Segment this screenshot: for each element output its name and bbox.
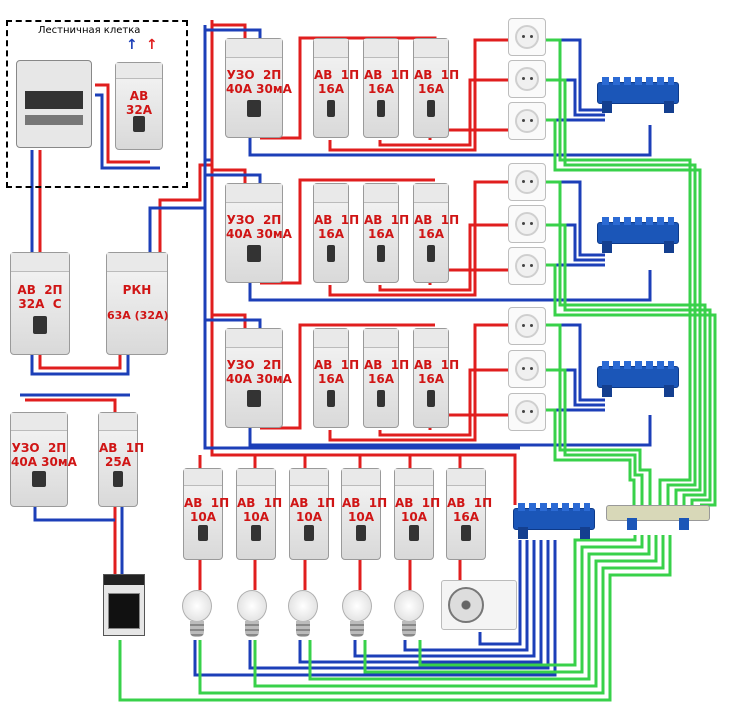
rcd-4-label: УЗО 2П 40А 30мА xyxy=(11,440,77,469)
main-breaker-label: АВ 2П 32А С xyxy=(17,283,63,312)
socket-breaker: АВ 1П 16А xyxy=(363,38,410,138)
light-breaker: АВ 1П 10А xyxy=(394,468,441,560)
voltage-relay-rating: 63А (32А) xyxy=(107,308,169,322)
bulb-icon xyxy=(340,590,374,640)
stair-breaker-label: АВ 32А xyxy=(126,88,152,117)
light-breaker: АВ 1П 10А xyxy=(183,468,230,560)
neutral-bus-icon xyxy=(597,217,679,253)
neutral-bus-icon xyxy=(597,77,679,113)
socket-breaker-label: АВ 1П 16А xyxy=(314,68,360,97)
staircase-label: Лестничная клетка xyxy=(38,25,141,36)
light-breaker-label: АВ 1П 10А xyxy=(184,496,230,524)
rcd-4: УЗО 2П 40А 30мА xyxy=(10,412,77,507)
light-breaker: АВ 1П 10А xyxy=(341,468,388,560)
ac-breaker-label: АВ 1П 16А xyxy=(447,496,493,524)
socket-breaker: АВ 1П 16А xyxy=(363,183,410,283)
meter-icon xyxy=(16,60,92,148)
ac-breaker: АВ 1П 16А xyxy=(446,468,493,560)
voltage-relay-label: РКН xyxy=(122,283,152,298)
socket-breaker: АВ 1П 16А xyxy=(313,328,360,428)
light-breaker-label: АВ 1П 10А xyxy=(342,496,388,524)
air-conditioner-icon xyxy=(441,580,517,630)
stove-icon xyxy=(103,574,145,636)
socket-icon xyxy=(508,18,546,56)
stove-breaker-label: АВ 1П 25А xyxy=(99,440,145,469)
socket-breaker-label: АВ 1П 16А xyxy=(364,213,410,242)
socket-icon xyxy=(508,307,546,345)
rcd-2-label: УЗО 2П 40А 30мА xyxy=(226,213,292,242)
socket-icon xyxy=(508,102,546,140)
socket-breaker: АВ 1П 16А xyxy=(313,183,360,283)
stove-breaker: АВ 1П 25А xyxy=(98,412,145,507)
bulb-icon xyxy=(286,590,320,640)
light-breaker-label: АВ 1П 10А xyxy=(395,496,441,524)
bulb-icon xyxy=(235,590,269,640)
bulb-icon xyxy=(180,590,214,640)
socket-breaker-label: АВ 1П 16А xyxy=(314,358,360,387)
socket-icon xyxy=(508,247,546,285)
light-breaker-label: АВ 1П 10А xyxy=(237,496,283,524)
socket-icon xyxy=(508,60,546,98)
rcd-1-label: УЗО 2П 40А 30мА xyxy=(226,68,292,97)
socket-breaker-label: АВ 1П 16А xyxy=(364,358,410,387)
bulb-icon xyxy=(392,590,426,640)
rcd-2: УЗО 2П 40А 30мА xyxy=(225,183,292,283)
voltage-relay: РКН 63А (32А) xyxy=(106,252,169,355)
socket-breaker-label: АВ 1П 16А xyxy=(414,213,460,242)
up-arrow-red-icon: ↑ xyxy=(146,37,158,53)
socket-icon xyxy=(508,350,546,388)
socket-breaker-label: АВ 1П 16А xyxy=(414,358,460,387)
rcd-1: УЗО 2П 40А 30мА xyxy=(225,38,292,138)
socket-breaker: АВ 1П 16А xyxy=(413,183,460,283)
socket-breaker-label: АВ 1П 16А xyxy=(414,68,460,97)
staircase-box xyxy=(6,20,188,188)
socket-breaker: АВ 1П 16А xyxy=(413,328,460,428)
light-breaker-label: АВ 1П 10А xyxy=(290,496,336,524)
neutral-bus-icon xyxy=(513,503,595,539)
socket-breaker: АВ 1П 16А xyxy=(363,328,410,428)
socket-breaker: АВ 1П 16А xyxy=(413,38,460,138)
up-arrow-blue-icon: ↑ xyxy=(126,37,138,53)
socket-breaker-label: АВ 1П 16А xyxy=(314,213,360,242)
rcd-3-label: УЗО 2П 40А 30мА xyxy=(226,358,292,387)
rcd-3: УЗО 2П 40А 30мА xyxy=(225,328,292,428)
socket-breaker-label: АВ 1П 16А xyxy=(364,68,410,97)
neutral-bus-icon xyxy=(597,361,679,397)
ground-bus-icon xyxy=(606,505,710,530)
main-breaker: АВ 2П 32А С xyxy=(10,252,70,355)
light-breaker: АВ 1П 10А xyxy=(236,468,283,560)
socket-icon xyxy=(508,205,546,243)
stair-breaker: АВ 32А xyxy=(115,62,163,150)
socket-icon xyxy=(508,163,546,201)
socket-icon xyxy=(508,393,546,431)
socket-breaker: АВ 1П 16А xyxy=(313,38,360,138)
light-breaker: АВ 1П 10А xyxy=(289,468,336,560)
